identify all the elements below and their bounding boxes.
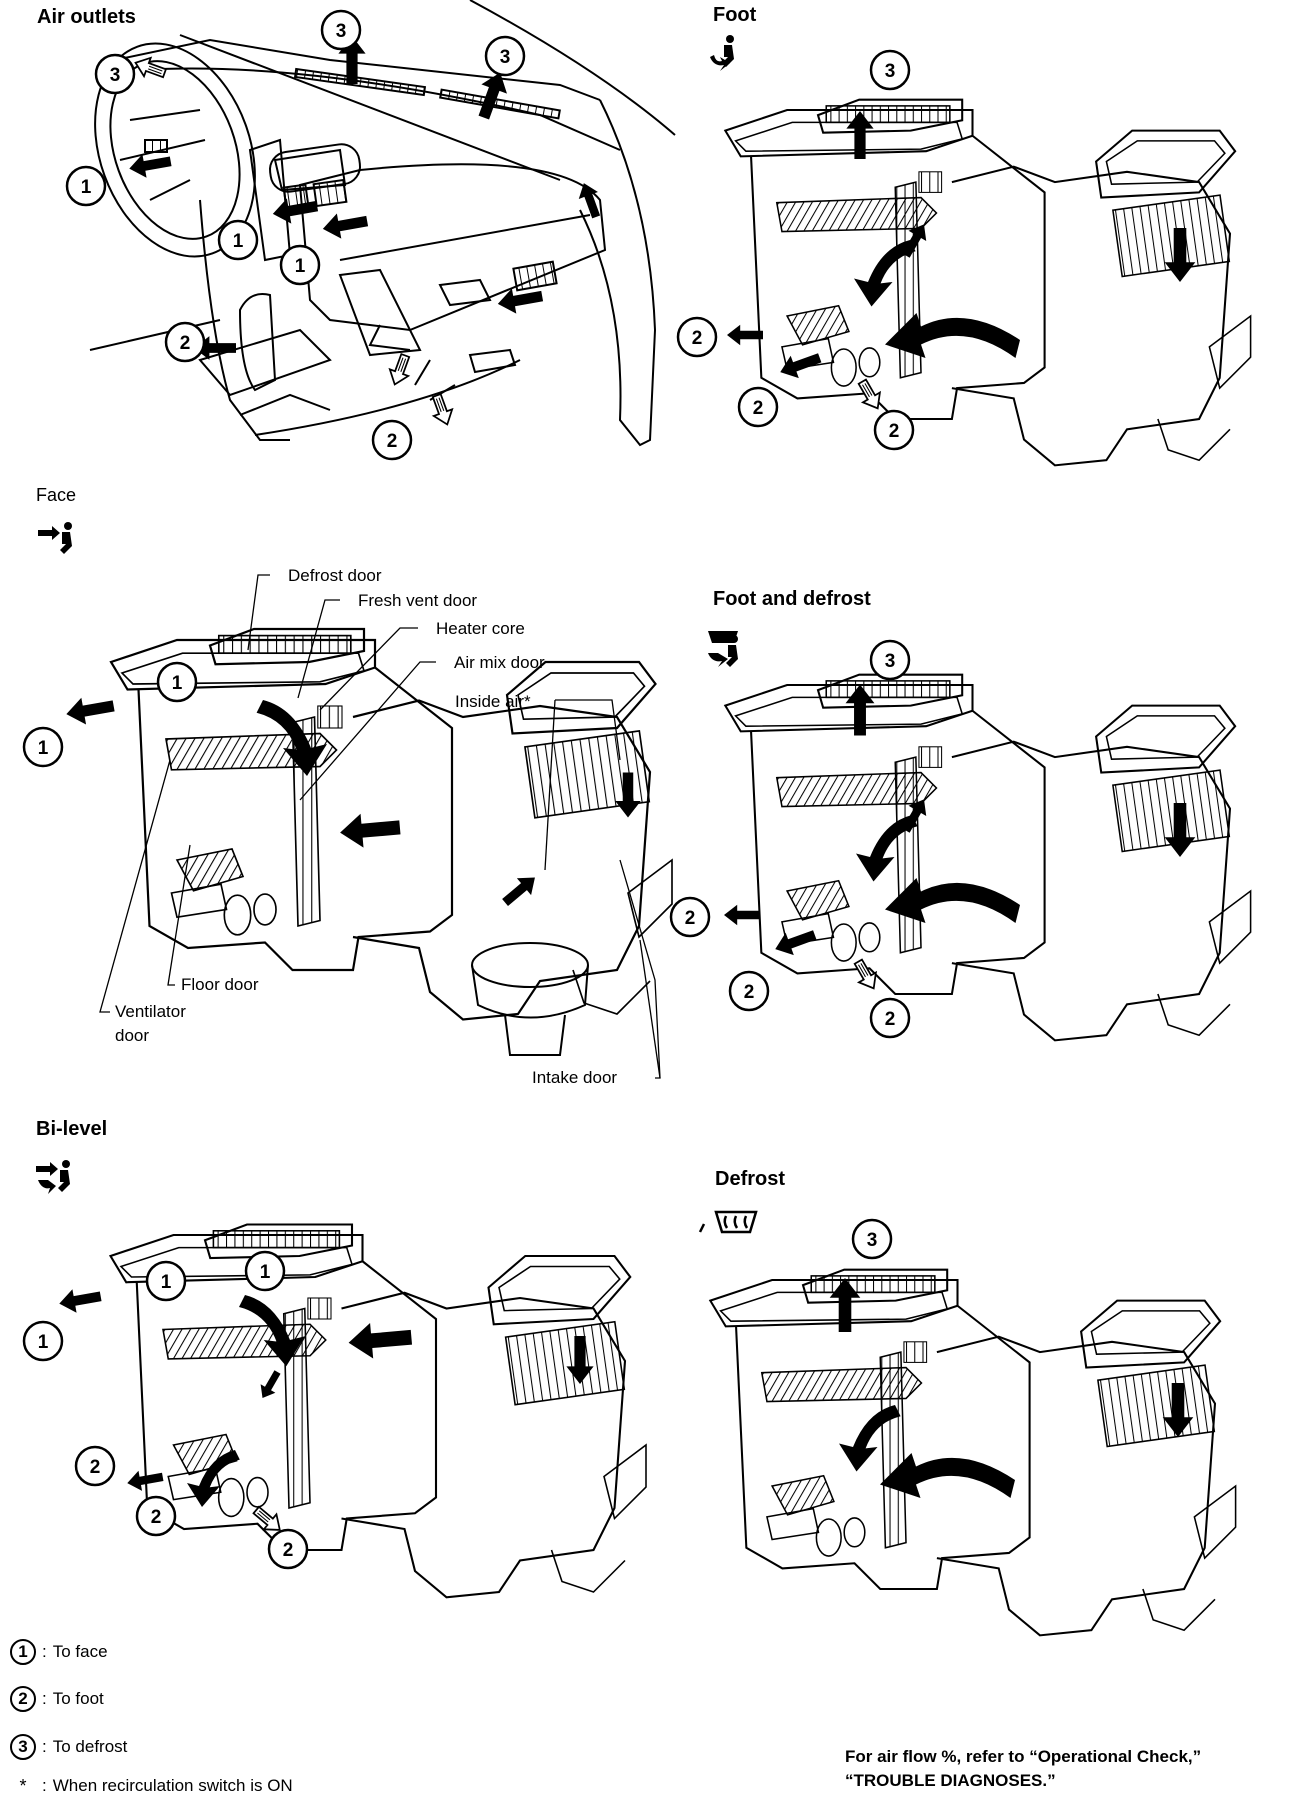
badge-number: 1 (233, 231, 244, 252)
face-blower-motor (471, 942, 589, 1056)
legend-item-foot: 2 : To foot (10, 1683, 104, 1715)
section-title-foot: Foot (713, 4, 757, 26)
badge-to-face: 1 (217, 219, 259, 261)
legend-item-defrost: 3 : To defrost (10, 1731, 127, 1763)
legend-text: To face (52, 1642, 108, 1661)
callout-air-mix-door: Air mix door (454, 653, 545, 672)
badge-number: 3 (867, 1230, 878, 1251)
legend-separator: : (42, 1642, 47, 1661)
callout-defrost-door: Defrost door (288, 566, 382, 585)
defrost-unit-drawing (709, 1268, 1237, 1637)
badge-number: 2 (753, 398, 764, 419)
section-title-face: Face (36, 485, 77, 505)
badge-to-foot: 2 (873, 409, 915, 451)
badge-number: 1 (38, 1332, 49, 1353)
badge-number: 2 (744, 982, 755, 1003)
dashboard-arrows (127, 36, 606, 429)
face-leader-lines (99, 574, 661, 1079)
legend-separator: : (42, 1737, 47, 1756)
callout-floor-door: Floor door (181, 975, 259, 994)
face-mode-icon (38, 522, 72, 554)
legend-text: When recirculation switch is ON (52, 1776, 293, 1795)
badge-number: 3 (885, 61, 896, 82)
foot-defrost-mode-icon (708, 631, 738, 667)
badge-layer: 3 3 3 1 1 1 2 2 3 2 2 2 1 1 3 2 2 2 1 1 1 2 2 2 3 (22, 9, 915, 1570)
badge-to-foot: 2 (676, 316, 718, 358)
badge-to-foot: 2 (737, 386, 779, 428)
legend-separator: : (42, 1776, 47, 1795)
badge-number: 1 (172, 673, 183, 694)
badge-number: 1 (260, 1262, 271, 1283)
legend-badge: 1 (10, 1639, 36, 1665)
badge-number: 1 (161, 1272, 172, 1293)
callout-ventilator-door-line2: door (115, 1026, 150, 1045)
defrost-mode-icon (698, 1210, 758, 1234)
badge-number: 3 (885, 651, 896, 672)
badge-number: 1 (295, 256, 306, 277)
badge-to-face: 1 (22, 1320, 64, 1362)
badge-to-face: 1 (156, 661, 198, 703)
badge-number: 1 (81, 177, 92, 198)
badge-to-defrost: 3 (484, 35, 526, 77)
bi-level-unit-drawing (109, 1223, 648, 1599)
badge-to-face: 1 (65, 165, 107, 207)
badge-number: 2 (151, 1507, 162, 1528)
badge-to-defrost: 3 (869, 49, 911, 91)
badge-number: 2 (180, 333, 191, 354)
badge-to-foot: 2 (135, 1495, 177, 1537)
callout-fresh-vent-door: Fresh vent door (358, 591, 478, 610)
badge-number: 2 (685, 908, 696, 929)
badge-number: 2 (889, 421, 900, 442)
badge-to-face: 1 (244, 1250, 286, 1292)
badge-to-foot: 2 (267, 1528, 309, 1570)
badge-to-foot: 2 (728, 970, 770, 1012)
legend-item-recirculation: * : When recirculation switch is ON (10, 1770, 293, 1802)
section-title-bi-level: Bi-level (36, 1118, 108, 1140)
callout-inside-air: Inside air* (455, 692, 531, 711)
badge-number: 3 (110, 65, 121, 86)
badge-number: 2 (885, 1009, 896, 1030)
airflow-note-line2: “TROUBLE DIAGNOSES.” (845, 1771, 1056, 1790)
badge-number: 2 (692, 328, 703, 349)
badge-number: 3 (500, 47, 511, 68)
badge-to-foot: 2 (371, 419, 413, 461)
legend-asterisk: * (19, 1775, 27, 1796)
badge-to-defrost: 3 (851, 1218, 893, 1260)
foot-unit-drawing (724, 98, 1252, 467)
badge-to-foot: 2 (669, 896, 711, 938)
badge-number: 2 (283, 1540, 294, 1561)
callout-ventilator-door-line1: Ventilator (115, 1002, 186, 1021)
badge-to-defrost: 3 (320, 9, 362, 51)
badge-to-face: 1 (279, 244, 321, 286)
foot-mode-icon (710, 35, 734, 71)
foot-defrost-unit-drawing (724, 673, 1252, 1042)
callout-intake-door: Intake door (532, 1068, 618, 1087)
section-title-foot-and-defrost: Foot and defrost (713, 588, 871, 610)
legend-item-face: 1 : To face (10, 1636, 108, 1668)
callout-heater-core: Heater core (436, 619, 525, 638)
badge-to-face: 1 (145, 1260, 187, 1302)
badge-to-foot: 2 (869, 997, 911, 1039)
bi-level-mode-icon (36, 1160, 70, 1194)
legend-badge: 2 (10, 1686, 36, 1712)
section-title-defrost: Defrost (715, 1168, 786, 1190)
badge-number: 2 (387, 431, 398, 452)
badge-to-defrost: 3 (869, 639, 911, 681)
badge-to-foot: 2 (74, 1445, 116, 1487)
legend-text: To defrost (52, 1737, 128, 1756)
badge-number: 2 (90, 1457, 101, 1478)
airflow-note-line1: For air flow %, refer to “Operational Ch… (845, 1747, 1202, 1766)
legend-badge: 3 (10, 1734, 36, 1760)
badge-to-face: 1 (22, 726, 64, 768)
badge-to-defrost: 3 (94, 53, 136, 95)
legend-separator: : (42, 1689, 47, 1708)
section-title-air-outlets: Air outlets (37, 6, 136, 28)
badge-number: 1 (38, 738, 49, 759)
legend-text: To foot (52, 1689, 104, 1708)
badge-number: 3 (336, 21, 347, 42)
badge-to-foot: 2 (164, 321, 206, 363)
